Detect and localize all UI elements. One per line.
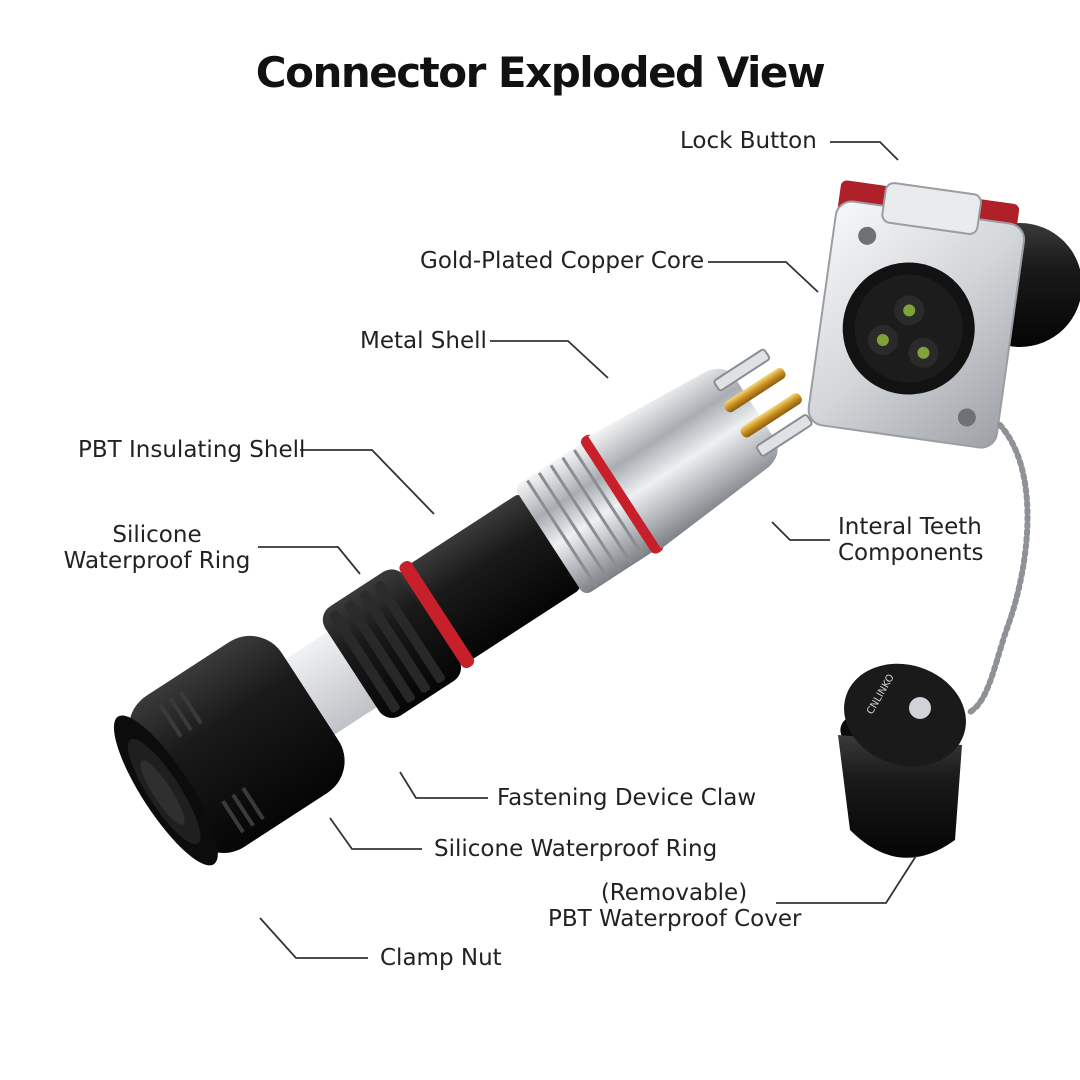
receptacle-socket xyxy=(807,180,1080,449)
leader-metal-shell xyxy=(490,340,609,379)
clamp-nut xyxy=(113,635,345,866)
label-lock-button: Lock Button xyxy=(680,128,817,154)
label-cover-line-1: (Removable) xyxy=(600,880,748,906)
label-teeth-line-1: Interal Teeth xyxy=(838,514,982,540)
leader-silicone-bottom xyxy=(329,817,422,850)
label-teeth-line-2: Components xyxy=(838,540,984,566)
leader-lines xyxy=(258,141,917,959)
leader-gold-core xyxy=(708,261,819,293)
waterproof-cover: CNLINKO xyxy=(838,663,966,858)
bead-chain xyxy=(967,422,1031,715)
label-clamp-nut: Clamp Nut xyxy=(380,945,502,971)
metal-thread xyxy=(516,434,664,594)
leader-lock-button xyxy=(830,141,899,161)
silicone-ring-red xyxy=(399,561,475,669)
leader-clamp-nut xyxy=(259,917,368,959)
label-silicone-waterproof-ring-bottom: Silicone Waterproof Ring xyxy=(434,836,718,862)
label-silicone-line-2: Waterproof Ring xyxy=(63,548,251,574)
leader-silicone-top xyxy=(258,546,361,575)
leader-cover xyxy=(776,855,917,904)
label-metal-shell: Metal Shell xyxy=(360,328,487,354)
leader-fastening-claw xyxy=(399,771,488,799)
label-pbt-insulating-shell: PBT Insulating Shell xyxy=(78,437,306,463)
gold-pins xyxy=(724,367,802,438)
label-cover-line-2: PBT Waterproof Cover xyxy=(548,906,802,932)
label-removable-pbt-waterproof-cover: (Removable) PBT Waterproof Cover xyxy=(548,880,802,932)
plug-assembly xyxy=(113,348,813,866)
label-gold-plated-copper-core: Gold-Plated Copper Core xyxy=(420,248,705,274)
label-silicone-line-1: Silicone xyxy=(112,522,202,548)
label-interal-teeth-components: Interal Teeth Components xyxy=(838,514,984,566)
label-fastening-device-claw: Fastening Device Claw xyxy=(497,785,757,811)
metal-shell xyxy=(588,368,778,549)
leader-pbt-shell xyxy=(300,449,435,515)
internal-teeth xyxy=(713,348,813,457)
lock-button xyxy=(881,182,982,235)
leader-interal-teeth xyxy=(771,521,830,541)
fastening-claw xyxy=(322,569,462,718)
diagram-title: Connector Exploded View xyxy=(255,48,826,97)
label-silicone-waterproof-ring-top: Silicone Waterproof Ring xyxy=(62,522,252,574)
